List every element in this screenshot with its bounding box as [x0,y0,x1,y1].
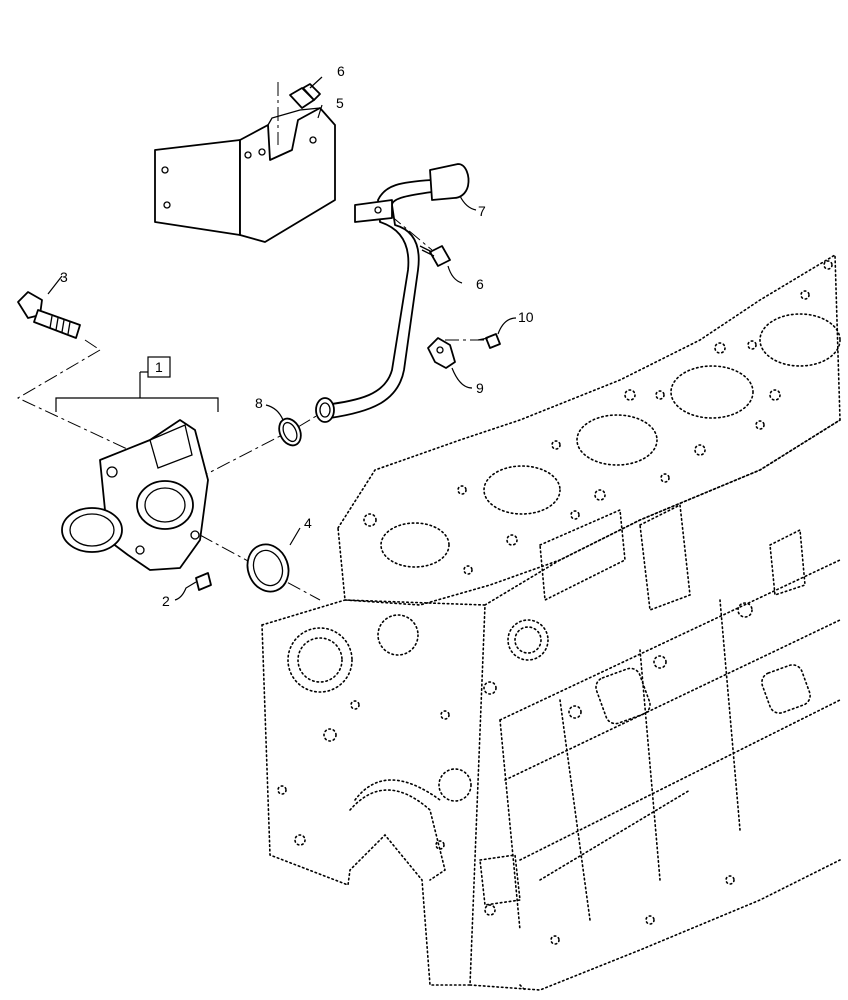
callout-4: 4 [304,515,312,531]
callout-3: 3 [60,269,68,285]
callout-10: 10 [518,309,534,325]
callout-7: 7 [478,203,486,219]
bracket[interactable] [154,107,336,243]
callout-6-middle: 6 [476,276,484,292]
callout-9: 9 [476,380,484,396]
assembly-group-marker [55,356,219,412]
thermostat-housing[interactable] [61,419,209,571]
leader-lines [47,76,517,601]
callout-box-1 [147,356,171,378]
engine-block [261,253,841,991]
dowel-pin[interactable] [195,572,212,591]
bolt-lower[interactable] [17,291,81,339]
pipe[interactable] [315,163,470,423]
callout-labels: 1 2 3 4 5 6 6 7 8 9 10 [60,63,534,609]
clip[interactable] [427,337,456,369]
bolt-middle[interactable] [419,245,451,267]
screw[interactable] [477,333,501,349]
gasket[interactable] [241,539,295,598]
o-ring-small[interactable] [275,415,305,449]
bolt-upper[interactable] [289,83,321,109]
callout-1: 1 [155,359,163,375]
callout-2: 2 [162,593,170,609]
callout-6-upper: 6 [337,63,345,79]
callout-8: 8 [255,395,263,411]
callout-5: 5 [336,95,344,111]
